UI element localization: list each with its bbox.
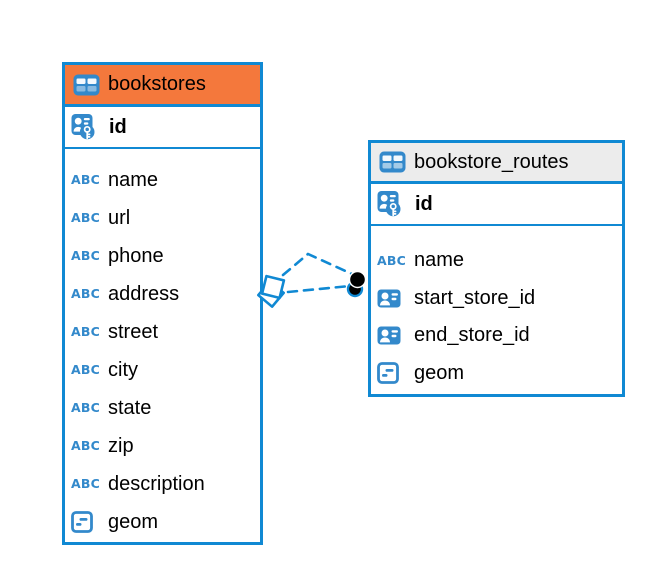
column-name: description — [108, 472, 205, 495]
geometry-type-icon — [377, 362, 407, 385]
column-list: ABC name start_store_id — [371, 226, 622, 392]
primary-key-icon — [71, 113, 101, 141]
column-row-zip[interactable]: ABC zip — [65, 427, 260, 465]
column-name: city — [108, 358, 138, 381]
column-name: name — [414, 249, 465, 272]
column-row-end-store-id[interactable]: end_store_id — [371, 317, 622, 355]
column-row-street[interactable]: ABC street — [65, 313, 260, 351]
column-name: name — [108, 168, 159, 191]
text-type-icon: ABC — [71, 399, 100, 415]
text-type-icon: ABC — [71, 171, 100, 187]
column-name: state — [108, 396, 152, 419]
column-row-start-store-id[interactable]: start_store_id — [371, 280, 622, 318]
column-row-geom[interactable]: geom — [65, 503, 260, 541]
table-header-bookstores[interactable]: bookstores — [65, 65, 260, 107]
column-name: phone — [108, 244, 164, 267]
column-row-name[interactable]: ABC name — [371, 242, 622, 280]
column-name: url — [108, 206, 131, 229]
relationship-target-dot-marker[interactable] — [346, 270, 367, 298]
text-type-icon: ABC — [71, 209, 100, 225]
column-name: end_store_id — [414, 324, 530, 347]
column-name: id — [415, 192, 433, 215]
column-name: address — [108, 282, 180, 305]
table-bookstore-routes[interactable]: bookstore_routes id ABC name — [368, 140, 625, 397]
table-bookstores[interactable]: bookstores id ABC name — [62, 62, 263, 545]
column-list: ABC name ABC url ABC phone ABC address A… — [65, 149, 260, 541]
table-icon — [73, 74, 100, 96]
column-row-id[interactable]: id — [65, 107, 260, 149]
column-row-name[interactable]: ABC name — [65, 161, 260, 199]
column-name: start_store_id — [414, 286, 536, 309]
text-type-icon: ABC — [71, 323, 100, 339]
foreign-key-icon — [377, 289, 407, 308]
text-type-icon: ABC — [71, 437, 100, 453]
column-row-url[interactable]: ABC url — [65, 199, 260, 237]
column-row-phone[interactable]: ABC phone — [65, 237, 260, 275]
table-icon — [379, 151, 406, 173]
column-name: zip — [108, 434, 134, 457]
column-row-address[interactable]: ABC address — [65, 275, 260, 313]
foreign-key-icon — [377, 326, 407, 345]
text-type-icon: ABC — [71, 247, 100, 263]
relationship-line-upper[interactable] — [281, 252, 354, 277]
text-type-icon: ABC — [71, 285, 100, 301]
column-row-state[interactable]: ABC state — [65, 389, 260, 427]
relationship-line-lower[interactable] — [286, 284, 352, 294]
text-type-icon: ABC — [377, 252, 406, 268]
text-type-icon: ABC — [71, 361, 100, 377]
primary-key-icon — [377, 190, 407, 218]
column-row-geom[interactable]: geom — [371, 355, 622, 393]
column-row-city[interactable]: ABC city — [65, 351, 260, 389]
text-type-icon: ABC — [71, 475, 100, 491]
column-name: street — [108, 320, 159, 343]
table-header-bookstore-routes[interactable]: bookstore_routes — [371, 143, 622, 184]
column-row-id[interactable]: id — [371, 184, 622, 226]
column-name: geom — [108, 510, 159, 533]
column-name: geom — [414, 361, 465, 384]
table-title: bookstores — [108, 73, 206, 95]
geometry-type-icon — [71, 511, 101, 533]
column-row-description[interactable]: ABC description — [65, 465, 260, 503]
table-title: bookstore_routes — [414, 150, 569, 173]
column-name: id — [109, 115, 127, 138]
